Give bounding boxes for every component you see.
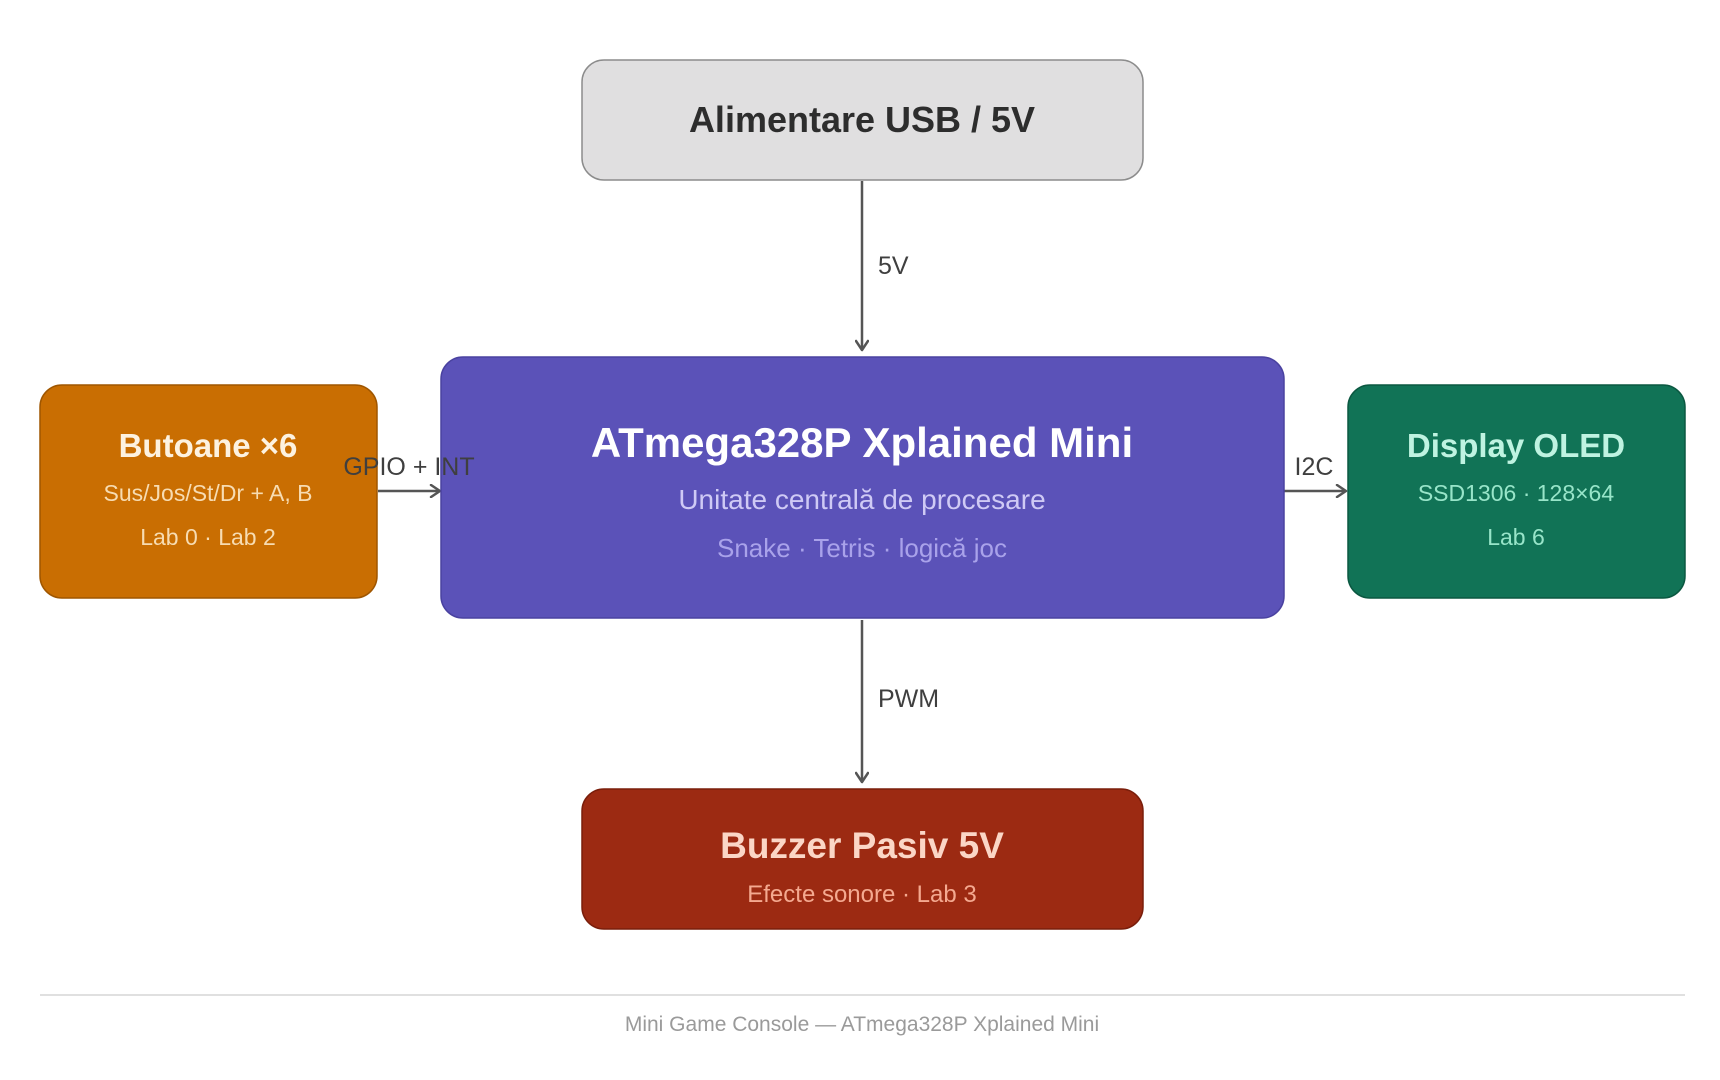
power-box — [581, 59, 1144, 181]
node-cpu: ATmega328P Xplained Mini Unitate central… — [440, 356, 1285, 619]
oled-title: Display OLED — [1407, 427, 1625, 464]
buttons-title: Butoane ×6 — [119, 427, 298, 464]
buttons-box — [39, 384, 378, 599]
buzzer-box — [581, 788, 1144, 930]
footer: Mini Game Console — ATmega328P Xplained … — [40, 994, 1685, 1036]
node-power: Alimentare USB / 5V — [581, 59, 1144, 181]
oled-box — [1347, 384, 1686, 599]
cpu-title: ATmega328P Xplained Mini — [591, 419, 1133, 466]
footer-caption: Mini Game Console — ATmega328P Xplained … — [625, 1013, 1099, 1036]
edge-label-5v: 5V — [878, 252, 909, 280]
cpu-detail: Snake · Tetris · logică joc — [717, 533, 1007, 563]
node-oled: Display OLED SSD1306 · 128×64 Lab 6 — [1347, 384, 1686, 599]
oled-subtitle: SSD1306 · 128×64 — [1418, 480, 1614, 506]
cpu-subtitle: Unitate centrală de procesare — [678, 484, 1045, 515]
edge-labels: 5V GPIO + INT I2C PWM — [343, 252, 1333, 713]
node-buzzer: Buzzer Pasiv 5V Efecte sonore · Lab 3 — [581, 788, 1144, 930]
buttons-detail: Lab 0 · Lab 2 — [140, 524, 276, 550]
edges — [378, 181, 1346, 782]
buzzer-title: Buzzer Pasiv 5V — [720, 825, 1004, 866]
cpu-box — [440, 356, 1285, 619]
edge-label-gpio-int: GPIO + INT — [343, 453, 474, 481]
oled-detail: Lab 6 — [1487, 524, 1545, 550]
edge-label-pwm: PWM — [878, 685, 939, 713]
node-buttons: Butoane ×6 Sus/Jos/St/Dr + A, B Lab 0 · … — [39, 384, 378, 599]
buzzer-subtitle: Efecte sonore · Lab 3 — [747, 881, 976, 908]
buttons-subtitle: Sus/Jos/St/Dr + A, B — [104, 480, 313, 506]
power-title: Alimentare USB / 5V — [689, 99, 1035, 140]
edge-label-i2c: I2C — [1295, 453, 1334, 481]
